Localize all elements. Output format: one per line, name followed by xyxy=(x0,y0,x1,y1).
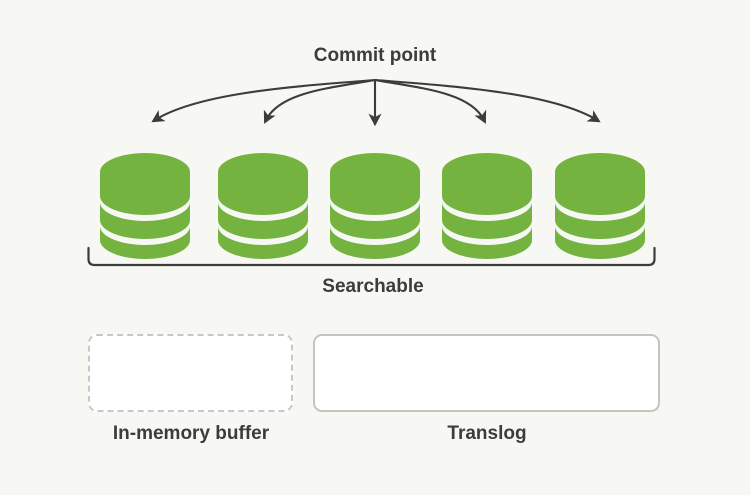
searchable-bracket xyxy=(87,246,656,267)
segment-row xyxy=(100,153,645,259)
translog-box xyxy=(313,334,660,412)
in-memory-buffer-label: In-memory buffer xyxy=(112,423,270,444)
in-memory-buffer-box xyxy=(88,334,293,412)
commit-arrow-1 xyxy=(151,78,377,123)
translog-label: Translog xyxy=(447,423,527,444)
segment-cylinder-icon xyxy=(330,153,420,259)
commit-point-label: Commit point xyxy=(313,45,437,66)
segment-cylinder-icon xyxy=(218,153,308,259)
segment-cylinder-icon xyxy=(555,153,645,259)
segment-cylinder-icon xyxy=(442,153,532,259)
commit-arrow-4 xyxy=(373,78,487,124)
commit-point-arrow-group xyxy=(151,78,601,127)
commit-arrow-2 xyxy=(263,78,377,124)
searchable-label: Searchable xyxy=(322,276,424,297)
segment-cylinder-icon xyxy=(100,153,190,259)
commit-arrow-5 xyxy=(373,78,601,123)
